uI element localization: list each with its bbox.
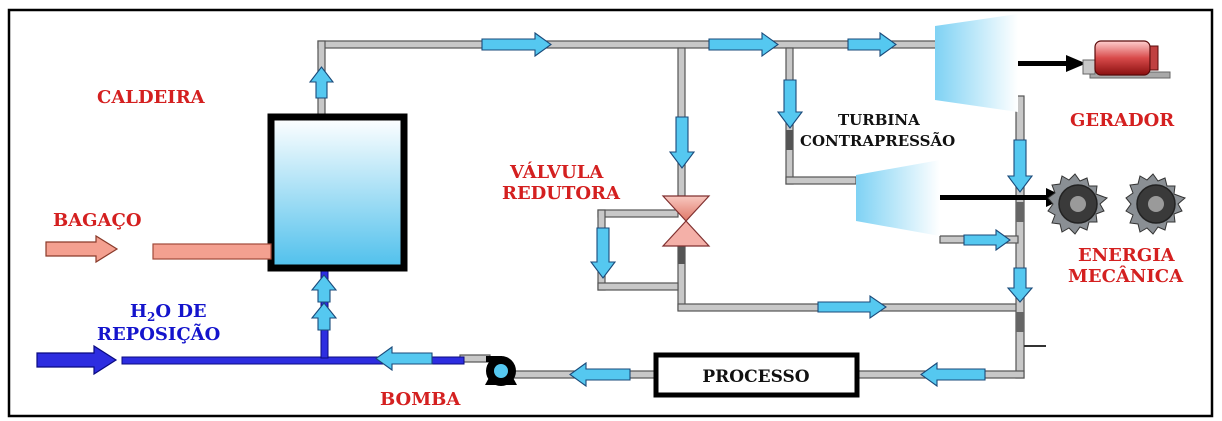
flow-arrow: [668, 116, 696, 169]
gear-icon: [1047, 173, 1186, 235]
flow-arrow: [847, 31, 897, 58]
label-bagaco: BAGAÇO: [53, 210, 142, 231]
pump-icon: [485, 356, 517, 386]
flow-arrow: [708, 31, 779, 58]
label-h2o-sub: 2: [147, 310, 155, 324]
flow-arrows: [308, 31, 1034, 388]
bagasse-input-arrow: [45, 234, 119, 264]
bagasse-feed: [152, 243, 272, 260]
boiler: [267, 113, 408, 272]
label-bomba: BOMBA: [380, 389, 461, 410]
turbine-icon: [935, 14, 1018, 112]
label-redutora: REDUTORA: [502, 183, 621, 204]
label-h2o-h: H: [130, 301, 147, 322]
label-processo: PROCESSO: [702, 367, 809, 387]
flow-arrow: [776, 79, 804, 129]
flow-arrow: [481, 31, 552, 58]
label-caldeira: CALDEIRA: [97, 87, 206, 108]
process-box: [653, 352, 860, 398]
label-energia: ENERGIA: [1078, 245, 1176, 266]
label-h2o-rest: O DE: [155, 301, 206, 322]
shaft: [940, 195, 1050, 200]
label-mecanica: MECÂNICA: [1068, 264, 1184, 287]
label-gerador: GERADOR: [1070, 110, 1175, 131]
generator-icon: [1082, 40, 1171, 79]
flow-arrow: [920, 361, 986, 388]
flow-arrow: [308, 66, 335, 99]
label-h2o: H2O DE: [130, 301, 207, 324]
flow-arrow: [817, 294, 887, 320]
flow-arrow: [569, 361, 631, 388]
label-contrapressao: CONTRAPRESSÃO: [800, 131, 955, 150]
label-turbina: TURBINA: [838, 111, 920, 129]
turbine-icon: [856, 160, 940, 236]
label-valvula: VÁLVULA: [509, 160, 604, 183]
flow-arrow: [310, 274, 338, 303]
flow-arrow: [1006, 139, 1034, 193]
flow-arrow: [375, 345, 433, 372]
label-reposicao: REPOSIÇÃO: [97, 322, 220, 345]
valve-icon: [661, 195, 711, 247]
shaft: [1018, 61, 1070, 66]
flow-arrow: [963, 228, 1011, 252]
flow-arrow: [589, 227, 617, 279]
flow-arrow: [1006, 267, 1034, 303]
flow-arrow: [310, 302, 338, 331]
water-input-arrow: [36, 344, 118, 376]
